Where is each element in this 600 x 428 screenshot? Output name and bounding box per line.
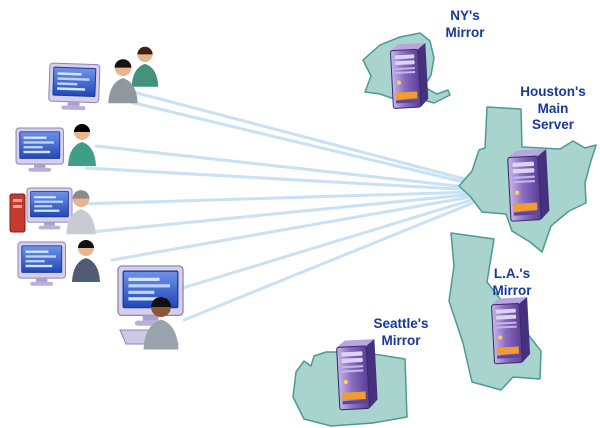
houston-main-server-icon bbox=[506, 148, 551, 222]
la-label-line: L.A.'s bbox=[493, 266, 531, 281]
user-person-icon bbox=[68, 124, 96, 166]
workstation-3 bbox=[9, 187, 96, 235]
computer-monitor-icon bbox=[15, 127, 64, 173]
seattle-mirror-label: Seattle's Mirror bbox=[374, 316, 429, 349]
computer-monitor-icon bbox=[47, 62, 101, 112]
workstation-1 bbox=[47, 46, 159, 112]
connection-line bbox=[78, 190, 476, 206]
houston-label-line: Houston's bbox=[520, 84, 586, 99]
connection-line bbox=[84, 166, 477, 192]
connection-line bbox=[90, 192, 477, 234]
connection-line bbox=[110, 194, 478, 262]
seattle-label-line: Mirror bbox=[381, 332, 421, 348]
connection-line bbox=[116, 86, 478, 184]
tower-slot bbox=[13, 205, 22, 208]
connection-line bbox=[182, 198, 482, 322]
ny-label-line: Mirror bbox=[445, 24, 485, 40]
user-workstation-cluster bbox=[9, 46, 184, 350]
la-mirror-label: L.A.'s Mirror bbox=[492, 266, 531, 299]
workstation-5 bbox=[117, 265, 184, 350]
connection-lines bbox=[78, 86, 482, 322]
connection-line bbox=[128, 100, 478, 187]
ny-mirror-server-icon bbox=[389, 42, 430, 109]
seattle-label-line: Seattle's bbox=[373, 316, 429, 331]
computer-tower-icon bbox=[9, 193, 26, 233]
user-person-icon bbox=[72, 240, 100, 282]
workstation-2 bbox=[15, 124, 96, 173]
seattle-mirror-server-icon bbox=[335, 338, 379, 411]
la-mirror-server-icon bbox=[490, 296, 532, 365]
tower-slot bbox=[13, 199, 22, 202]
connection-line bbox=[94, 144, 477, 190]
houston-label-line: Server bbox=[531, 117, 575, 132]
connection-line bbox=[148, 196, 480, 300]
la-label-line: Mirror bbox=[492, 282, 532, 298]
ny-label-line: NY's bbox=[450, 8, 480, 23]
workstation-4 bbox=[17, 240, 100, 287]
computer-monitor-icon bbox=[117, 265, 184, 327]
computer-monitor-icon bbox=[17, 241, 66, 287]
user-person-icon bbox=[131, 46, 159, 87]
computer-monitor-icon bbox=[26, 187, 73, 230]
houston-label-line: Main bbox=[537, 100, 569, 116]
ny-mirror-label: NY's Mirror bbox=[445, 8, 484, 41]
houston-main-server-label: Houston's Main Server bbox=[520, 84, 585, 134]
